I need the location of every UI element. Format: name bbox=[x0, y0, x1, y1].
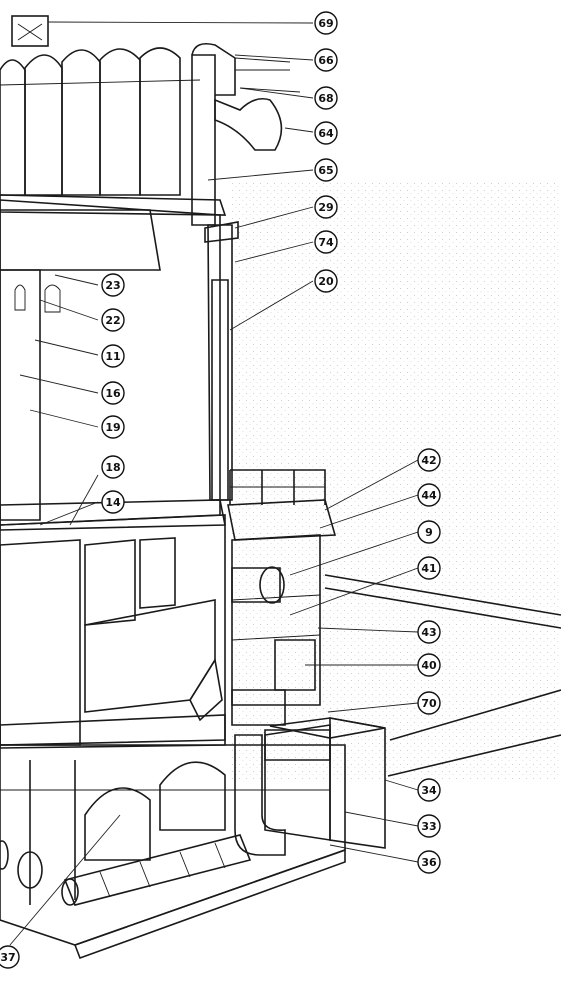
callout-label: 68 bbox=[318, 92, 333, 105]
callout-label: 44 bbox=[421, 489, 437, 502]
callout-label: 22 bbox=[105, 314, 120, 327]
foundation bbox=[0, 744, 346, 960]
callout-43: 43 bbox=[417, 620, 441, 644]
callout-9: 9 bbox=[417, 520, 441, 544]
callout-14: 14 bbox=[101, 490, 125, 514]
side-housing bbox=[264, 717, 386, 849]
callout-label: 41 bbox=[421, 562, 436, 575]
callout-label: 33 bbox=[421, 820, 436, 833]
callout-19: 19 bbox=[101, 415, 125, 439]
callout-18: 18 bbox=[101, 455, 125, 479]
callout-label: 36 bbox=[421, 856, 437, 869]
upper-stack bbox=[0, 199, 226, 531]
callout-label: 40 bbox=[421, 659, 437, 672]
callout-68: 68 bbox=[314, 86, 338, 110]
callout-label: 34 bbox=[421, 784, 437, 797]
callout-23: 23 bbox=[101, 273, 125, 297]
callout-label: 64 bbox=[318, 127, 334, 140]
callout-40: 40 bbox=[417, 653, 441, 677]
callout-label: 19 bbox=[105, 421, 120, 434]
callout-37: 37 bbox=[0, 945, 20, 969]
callout-label: 43 bbox=[421, 626, 436, 639]
callout-label: 74 bbox=[318, 236, 334, 249]
callout-33: 33 bbox=[417, 814, 441, 838]
callout-label: 18 bbox=[105, 461, 120, 474]
callout-label: 69 bbox=[318, 17, 333, 30]
callout-label: 20 bbox=[318, 275, 334, 288]
callout-label: 14 bbox=[105, 496, 121, 509]
background-speckle bbox=[230, 180, 561, 780]
callout-36: 36 bbox=[417, 850, 441, 874]
callout-41: 41 bbox=[417, 556, 441, 580]
callout-label: 65 bbox=[318, 164, 333, 177]
callout-label: 23 bbox=[105, 279, 120, 292]
callout-label: 42 bbox=[421, 454, 436, 467]
callout-11: 11 bbox=[101, 344, 125, 368]
callout-20: 20 bbox=[314, 269, 338, 293]
callout-65: 65 bbox=[314, 158, 338, 182]
callout-22: 22 bbox=[101, 308, 125, 332]
callout-label: 11 bbox=[105, 350, 120, 363]
callout-42: 42 bbox=[417, 448, 441, 472]
riser-pipe bbox=[204, 221, 239, 501]
callout-label: 37 bbox=[0, 951, 15, 964]
callout-16: 16 bbox=[101, 381, 125, 405]
downcomer-pipe bbox=[234, 734, 286, 856]
callout-label: 29 bbox=[318, 201, 333, 214]
platform bbox=[227, 469, 337, 541]
callout-29: 29 bbox=[314, 195, 338, 219]
callout-70: 70 bbox=[417, 691, 441, 715]
leader-lines bbox=[9, 21, 419, 946]
callout-label: 66 bbox=[318, 54, 334, 67]
callout-label: 70 bbox=[421, 697, 437, 710]
callout-64: 64 bbox=[314, 121, 338, 145]
top-domes bbox=[0, 47, 227, 216]
bottom-flue-pipe bbox=[61, 834, 252, 906]
top-fitting bbox=[11, 15, 49, 47]
equipment-frame bbox=[231, 534, 331, 761]
callout-44: 44 bbox=[417, 483, 441, 507]
callout-label: 16 bbox=[105, 387, 121, 400]
callout-74: 74 bbox=[314, 230, 338, 254]
callout-66: 66 bbox=[314, 48, 338, 72]
callout-label: 9 bbox=[425, 526, 433, 539]
callout-34: 34 bbox=[417, 778, 441, 802]
side-ducts bbox=[324, 574, 561, 777]
callout-69: 69 bbox=[314, 11, 338, 35]
